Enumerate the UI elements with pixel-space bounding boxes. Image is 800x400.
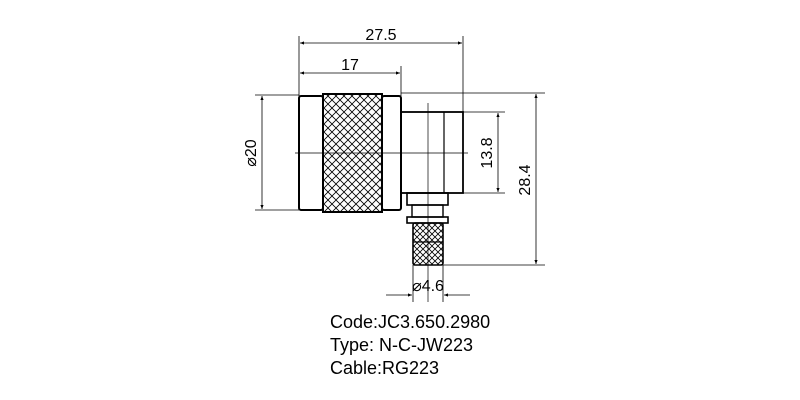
dim-body-height: 13.8 — [479, 137, 496, 168]
dim-plug-diameter: ⌀20 — [243, 139, 260, 167]
dim-cable-diameter: ⌀4.6 — [412, 278, 444, 295]
product-code: Code:JC3.650.2980 — [330, 312, 491, 332]
cable-neck — [406, 192, 449, 206]
dim-overall-length: 27.5 — [365, 27, 396, 44]
dim-overall-height: 28.4 — [517, 164, 534, 195]
cable-flange — [406, 216, 449, 224]
dimension-lines — [255, 36, 545, 302]
product-type: Type: N-C-JW223 — [330, 335, 474, 355]
cable-type: Cable:RG223 — [330, 358, 440, 378]
dim-plug-length: 17 — [341, 57, 359, 74]
center-lines — [295, 103, 468, 302]
angle-body — [400, 111, 464, 194]
connector-body — [298, 93, 464, 266]
